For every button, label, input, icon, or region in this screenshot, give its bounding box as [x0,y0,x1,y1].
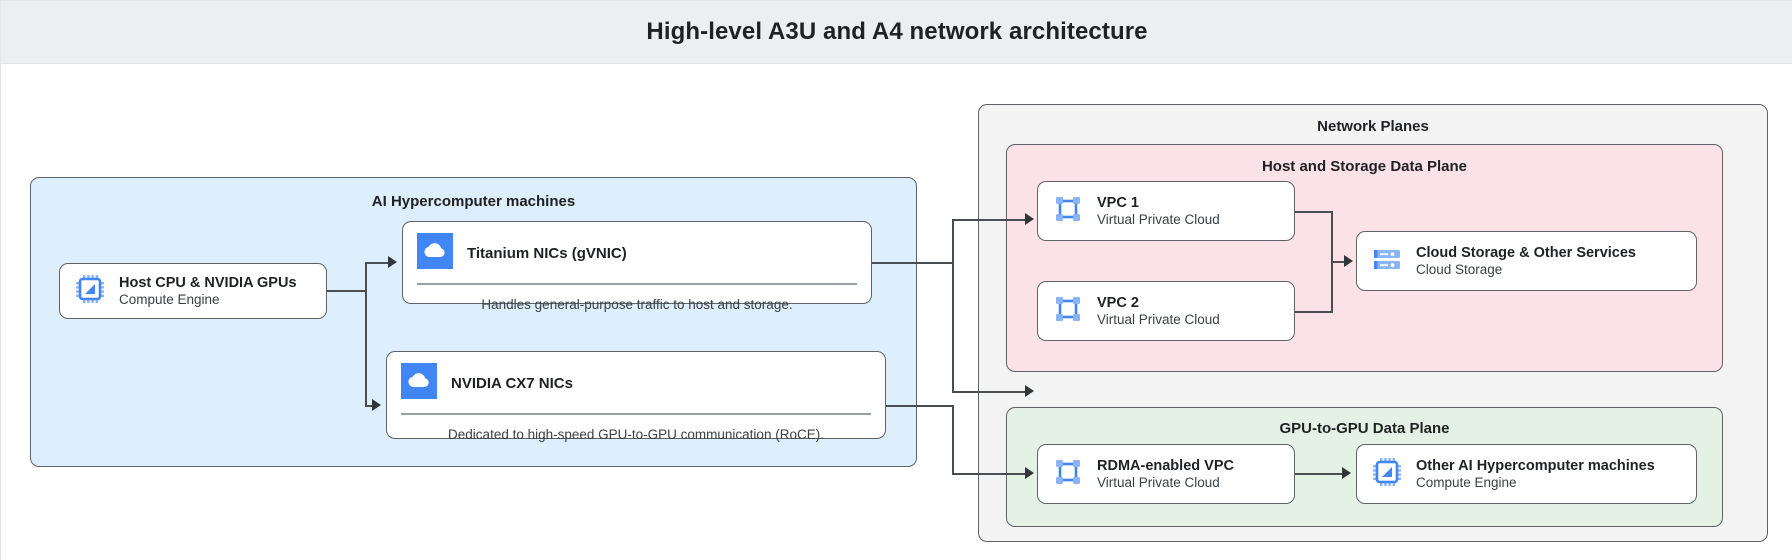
connector-hostcpu-bus [365,262,367,406]
diagram-canvas: AI Hypercomputer machines [1,64,1792,560]
panel-cx7-head: NVIDIA CX7 NICs [387,352,885,413]
node-title: Host CPU & NVIDIA GPUs [119,274,297,291]
node-subtitle: Cloud Storage [1416,261,1503,277]
node-vpc-2[interactable]: VPC 2 Virtual Private Cloud [1037,281,1295,341]
node-title: VPC 1 [1097,194,1139,211]
node-subtitle: Compute Engine [1416,474,1517,490]
vpc-icon [1052,456,1084,493]
group-title-network-planes: Network Planes [1317,118,1429,135]
panel-titanium-head: Titanium NICs (gVNIC) [403,222,871,283]
vpc-icon [1052,193,1084,230]
group-title-host-storage: Host and Storage Data Plane [1261,158,1468,175]
connector-to-vpc1 [952,219,1026,221]
arrowhead-to-vpc2 [1025,385,1034,397]
node-subtitle: Virtual Private Cloud [1097,474,1220,490]
panel-description: Handles general-purpose traffic to host … [481,296,793,312]
storage-icon [1371,243,1403,280]
connector-to-titanium [365,262,389,264]
arrowhead-to-vpc1 [1025,213,1034,225]
panel-divider [401,413,871,415]
node-host-cpu-text: Host CPU & NVIDIA GPUs Compute Engine [119,274,297,309]
node-title: VPC 2 [1097,294,1139,311]
panel-title: Titanium NICs (gVNIC) [467,245,627,262]
page-title: High-level A3U and A4 network architectu… [646,18,1148,45]
node-host-cpu-gpus[interactable]: Host CPU & NVIDIA GPUs Compute Engine [59,263,327,319]
node-title: RDMA-enabled VPC [1097,457,1234,474]
panel-nvidia-cx7-nics[interactable]: NVIDIA CX7 NICs Dedicated to high-speed … [386,351,886,442]
connector-to-rdma-vpc [952,473,1026,475]
node-cloud-storage-text: Cloud Storage & Other Services Cloud Sto… [1416,244,1636,279]
connector-titanium-out [872,262,954,264]
cloud-icon [417,233,453,274]
connector-cx7-drop [952,405,954,474]
connector-cx7-out [886,405,954,407]
diagram-header: High-level A3U and A4 network architectu… [1,1,1792,64]
node-vpc-1[interactable]: VPC 1 Virtual Private Cloud [1037,181,1295,241]
arrowhead-to-cx7 [372,399,381,411]
connector-to-vpc2 [952,391,1026,393]
connector-vpc1-out [1295,211,1333,213]
panel-description: Dedicated to high-speed GPU-to-GPU commu… [448,426,824,442]
panel-title: NVIDIA CX7 NICs [451,375,573,392]
node-subtitle: Virtual Private Cloud [1097,211,1220,227]
node-title: Other AI Hypercomputer machines [1416,457,1655,474]
connector-rdma-to-other [1295,473,1343,475]
arrowhead-to-cloud-storage [1344,255,1353,267]
node-title: Cloud Storage & Other Services [1416,244,1636,261]
panel-divider [417,283,857,285]
cpu-chip-icon [74,273,106,310]
group-title-gpu-plane: GPU-to-GPU Data Plane [1279,420,1450,437]
node-vpc1-text: VPC 1 Virtual Private Cloud [1097,194,1220,229]
connector-hostcpu-out [327,290,367,292]
cpu-chip-icon [1371,456,1403,493]
connector-vpc-split-bus [952,219,954,393]
node-cloud-storage[interactable]: Cloud Storage & Other Services Cloud Sto… [1356,231,1697,291]
group-title-machines: AI Hypercomputer machines [371,193,576,210]
arrowhead-to-other-machines [1342,467,1351,479]
node-rdma-vpc-text: RDMA-enabled VPC Virtual Private Cloud [1097,457,1234,492]
arrowhead-to-titanium [388,256,397,268]
connector-to-cx7 [365,405,373,407]
node-subtitle: Compute Engine [119,291,220,307]
vpc-icon [1052,293,1084,330]
node-rdma-enabled-vpc[interactable]: RDMA-enabled VPC Virtual Private Cloud [1037,444,1295,504]
node-subtitle: Virtual Private Cloud [1097,311,1220,327]
connector-vpc2-out [1295,311,1333,313]
arrowhead-to-rdma-vpc [1025,467,1034,479]
node-vpc2-text: VPC 2 Virtual Private Cloud [1097,294,1220,329]
node-other-ai-hypercomputer-machines[interactable]: Other AI Hypercomputer machines Compute … [1356,444,1697,504]
connector-to-cloud-storage [1331,261,1345,263]
node-other-machines-text: Other AI Hypercomputer machines Compute … [1416,457,1655,492]
panel-titanium-nics[interactable]: Titanium NICs (gVNIC) Handles general-pu… [402,221,872,312]
cloud-icon [401,363,437,404]
